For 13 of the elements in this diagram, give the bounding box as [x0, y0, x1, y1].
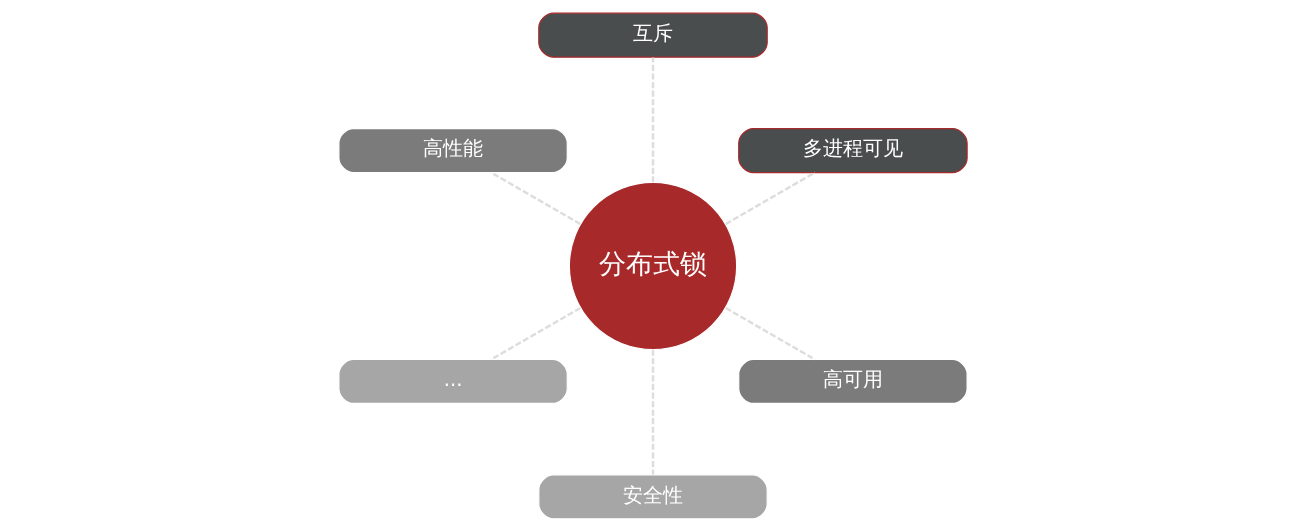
node-box: 多进程可见	[738, 128, 968, 174]
node-box: 高可用	[738, 358, 968, 405]
connector	[725, 171, 816, 226]
connector	[490, 171, 581, 226]
connector	[651, 57, 655, 183]
node-box: 安全性	[538, 474, 768, 520]
connector	[490, 306, 581, 361]
node-circle: 分布式锁	[568, 181, 738, 351]
connector	[651, 349, 655, 475]
node-box: ...	[338, 358, 568, 405]
node-box: 高性能	[338, 128, 568, 174]
node-box: 互斥	[538, 12, 768, 58]
connector	[725, 306, 816, 361]
